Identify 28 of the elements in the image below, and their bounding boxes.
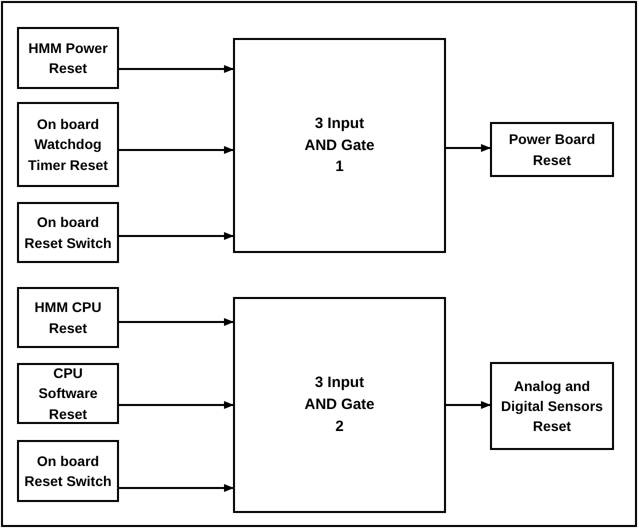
box-label: Power Board Reset (508, 130, 596, 170)
box-label: Analog and Digital Sensors Reset (500, 376, 604, 436)
arrow (119, 401, 234, 409)
reset-source-box (17, 363, 119, 424)
box-label: 3 Input AND Gate 1 (303, 114, 376, 178)
box-label: On board Reset Switch (23, 452, 113, 491)
box-label: On board Reset Switch (23, 213, 113, 252)
reset-source-box (17, 102, 119, 187)
arrow (119, 232, 234, 240)
box-label: 3 Input AND Gate 2 (303, 373, 376, 437)
reset-output-box (490, 122, 614, 177)
reset-source-box (17, 27, 119, 89)
box-label: On board Watchdog Timer Reset (27, 115, 109, 175)
reset-source-box (17, 202, 119, 263)
reset-source-box (17, 440, 119, 502)
arrow (446, 401, 491, 409)
box-label: HMM CPU Reset (34, 298, 102, 338)
arrow (119, 65, 234, 73)
box-label: HMM Power Reset (27, 38, 109, 78)
and-gate-box (233, 297, 446, 513)
arrow (119, 146, 234, 154)
box-label: CPU Software Reset (37, 364, 99, 424)
reset-source-box (17, 287, 119, 348)
and-gate-box (233, 38, 446, 253)
arrow (119, 484, 234, 492)
reset-output-box (490, 362, 614, 450)
arrow (119, 318, 234, 326)
arrow (446, 144, 491, 152)
